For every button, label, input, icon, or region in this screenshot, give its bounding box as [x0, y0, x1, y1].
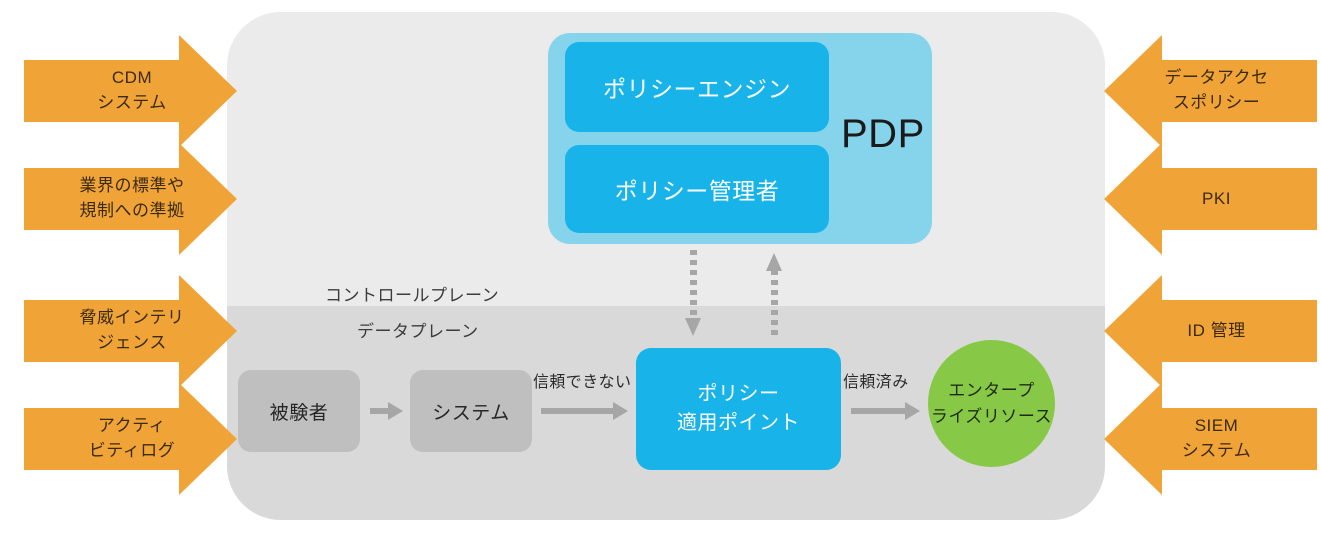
chevron-left-icon [1104, 383, 1317, 495]
arrow-pep-to-pdp-up-icon [766, 250, 782, 340]
system-box[interactable]: システム [410, 370, 532, 452]
resource-label-line1: エンタープ [948, 381, 1035, 400]
chevron-left-icon [1104, 275, 1317, 387]
label-line2: 規制への準拠 [79, 201, 185, 220]
label-line1: ID 管理 [1187, 320, 1246, 340]
arrow-pdp-to-pep-down-icon [685, 250, 701, 340]
label-line1: 業界の標準や [79, 176, 185, 196]
label-line2: システム [97, 93, 167, 112]
control-plane-label: コントロールプレーン [325, 286, 500, 305]
pep-label-line2: 適用ポイント [677, 412, 800, 434]
input-arrow-industry-compliance[interactable]: 業界の標準や 規制への準拠 [24, 143, 237, 255]
input-arrow-activity-logs[interactable]: アクティ ビティログ [24, 383, 237, 495]
arrow-head [766, 253, 782, 271]
input-arrow-label: CDM システム [68, 35, 196, 147]
input-arrow-pki[interactable]: PKI [1104, 143, 1317, 255]
arrow-bar [541, 408, 615, 414]
label-line2: ビティログ [88, 441, 176, 460]
policy-administrator-box[interactable]: ポリシー管理者 [565, 145, 829, 233]
arrow-bar [370, 408, 390, 414]
input-arrow-label: 業界の標準や 規制への準拠 [68, 143, 196, 255]
arrow-pep-to-resource-icon [851, 402, 921, 420]
label-line2: スポリシー [1172, 93, 1261, 112]
pep-label-line1: ポリシー [697, 383, 780, 405]
label-line1: アクティ [97, 416, 167, 436]
arrow-subject-to-system-icon [370, 402, 403, 420]
policy-enforcement-point-box[interactable]: ポリシー 適用ポイント [636, 348, 841, 470]
label-line1: 脅威インテリ [79, 308, 185, 328]
input-arrow-label: 脅威インテリ ジェンス [68, 275, 196, 387]
input-arrow-label: PKI [1149, 143, 1284, 255]
input-arrow-label: データアクセ スポリシー [1149, 35, 1284, 147]
arrow-head [685, 318, 701, 336]
arrow-bar [851, 408, 907, 414]
chevron-right-icon [24, 275, 237, 387]
label-line1: SIEM [1194, 416, 1239, 436]
arrow-tip [388, 402, 403, 420]
input-arrow-threat-intelligence[interactable]: 脅威インテリ ジェンス [24, 275, 237, 387]
arrow-stem [690, 250, 697, 320]
chevron-left-icon [1104, 143, 1317, 255]
label-line1: データアクセ [1164, 68, 1269, 88]
label-line1: CDM [111, 68, 153, 88]
pdp-label: PDP [841, 112, 925, 156]
label-line2: ジェンス [97, 333, 167, 352]
input-arrow-siem-system[interactable]: SIEM システム [1104, 383, 1317, 495]
label-line1: PKI [1202, 188, 1231, 208]
input-arrow-label: SIEM システム [1149, 383, 1284, 495]
arrow-stem [771, 270, 778, 340]
input-arrow-label: アクティ ビティログ [68, 383, 196, 495]
chevron-right-icon [24, 35, 237, 147]
arrow-tip [905, 402, 920, 420]
input-arrow-data-access-policy[interactable]: データアクセ スポリシー [1104, 35, 1317, 147]
label-line2: システム [1181, 441, 1252, 460]
policy-engine-box[interactable]: ポリシーエンジン [565, 42, 829, 132]
arrow-tip [613, 402, 628, 420]
input-arrow-id-management[interactable]: ID 管理 [1104, 275, 1317, 387]
trusted-label: 信頼済み [843, 374, 909, 391]
chevron-right-icon [24, 143, 237, 255]
data-plane-label: データプレーン [357, 322, 479, 341]
chevron-left-icon [1104, 35, 1317, 147]
resource-label-line2: ライズリソース [930, 406, 1053, 426]
arrow-system-to-pep-icon [541, 402, 629, 420]
input-arrow-cdm-system[interactable]: CDM システム [24, 35, 237, 147]
input-arrow-label: ID 管理 [1149, 275, 1284, 387]
subject-box[interactable]: 被験者 [238, 370, 360, 452]
chevron-right-icon [24, 383, 237, 495]
pdp-container: ポリシーエンジン ポリシー管理者 PDP [548, 33, 932, 244]
untrusted-label: 信頼できない [533, 374, 632, 391]
enterprise-resource-circle[interactable]: エンタープ ライズリソース [928, 340, 1055, 467]
